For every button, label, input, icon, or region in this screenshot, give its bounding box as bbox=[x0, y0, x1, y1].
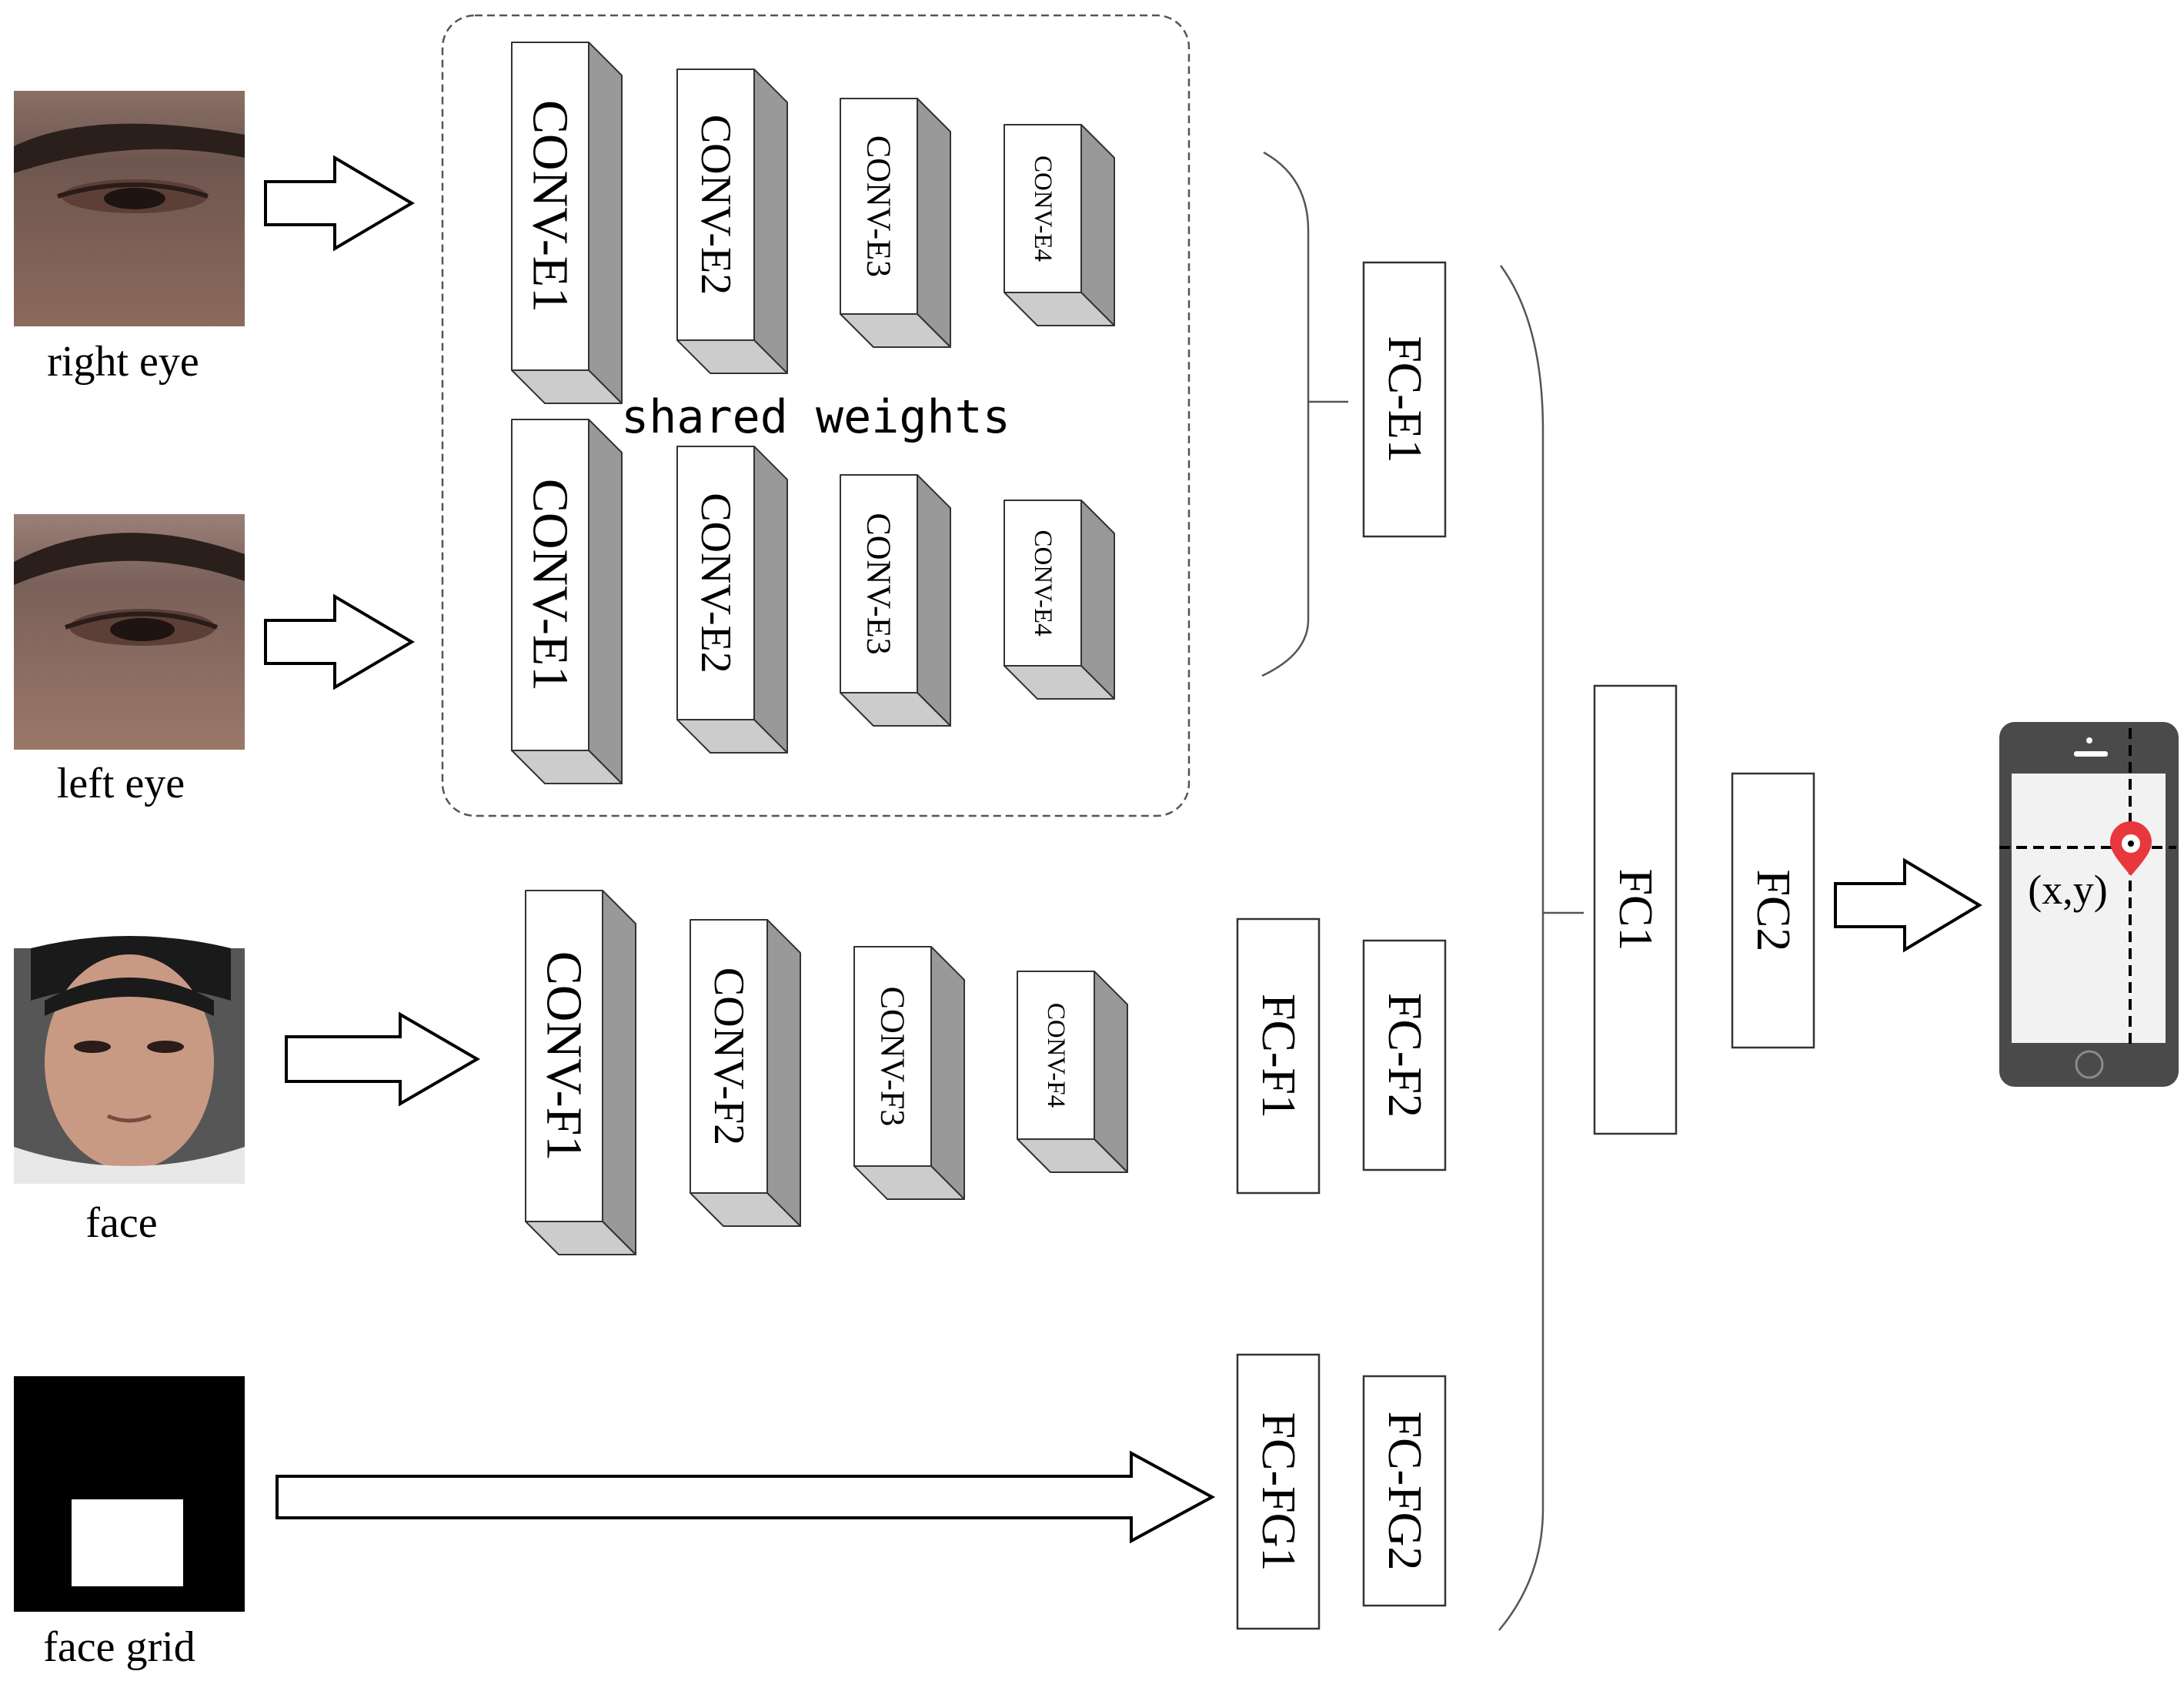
block-front-face bbox=[1017, 971, 1095, 1140]
block-side-face bbox=[602, 890, 636, 1255]
fc1-box bbox=[1593, 684, 1678, 1135]
fc-e1-label: FC-E1 bbox=[1378, 336, 1431, 463]
conv-f2-block-face: CONV-F2 bbox=[690, 919, 801, 1227]
shared-weights-label: shared weights bbox=[621, 390, 1010, 444]
conv-f4-label: CONV-F4 bbox=[1042, 1003, 1070, 1108]
block-side-face bbox=[917, 474, 951, 727]
output-arrow bbox=[1834, 857, 1982, 953]
eye-merge-bracket bbox=[1261, 151, 1310, 677]
conv-e1-label: CONV-E1 bbox=[523, 100, 579, 312]
block-side-face bbox=[588, 42, 623, 404]
block-front-face bbox=[676, 69, 755, 341]
block-front-face bbox=[840, 98, 918, 315]
conv-e2-block-bottom: CONV-E2 bbox=[676, 446, 788, 754]
conv-e1-label: CONV-E1 bbox=[523, 479, 579, 691]
conv-f1-label: CONV-F1 bbox=[536, 951, 593, 1161]
face-grid-arrow bbox=[276, 1450, 1216, 1544]
face-grid-label: face grid bbox=[43, 1623, 195, 1671]
block-side-face bbox=[753, 69, 788, 374]
block-front-face bbox=[853, 946, 932, 1167]
gaze-marker-icon bbox=[2110, 821, 2152, 876]
block-side-face bbox=[930, 946, 965, 1200]
block-side-face bbox=[588, 419, 623, 784]
block-side-face bbox=[917, 98, 951, 348]
block-side-face bbox=[1094, 971, 1128, 1173]
conv-e3-block-bottom: CONV-E3 bbox=[840, 474, 951, 727]
block-front-face bbox=[1004, 124, 1082, 293]
left-eye-image bbox=[14, 514, 245, 750]
phone-home-button bbox=[2075, 1050, 2104, 1079]
block-front-face bbox=[511, 42, 589, 371]
fc2-box bbox=[1731, 772, 1815, 1049]
right-eye-arrow bbox=[264, 155, 415, 252]
fc-f2-label: FC-F2 bbox=[1378, 993, 1431, 1118]
fc-f1-box bbox=[1236, 917, 1321, 1195]
conv-e3-label: CONV-E3 bbox=[860, 135, 898, 277]
fc-e1-box bbox=[1362, 261, 1447, 538]
main-merge-bracket bbox=[1498, 265, 1544, 1631]
left-eye-arrow bbox=[264, 593, 415, 690]
conv-e2-label: CONV-E2 bbox=[692, 115, 740, 295]
block-front-face bbox=[676, 446, 755, 720]
conv-f4-block-face: CONV-F4 bbox=[1017, 971, 1128, 1173]
conv-e4-label: CONV-E4 bbox=[1029, 530, 1057, 636]
conv-e2-label: CONV-E2 bbox=[692, 493, 740, 673]
face-grid-image bbox=[14, 1376, 245, 1612]
conv-f3-block-face: CONV-F3 bbox=[853, 946, 965, 1200]
conv-e3-label: CONV-E3 bbox=[860, 513, 898, 654]
right-eye-image bbox=[14, 91, 245, 326]
conv-e2-block-top: CONV-E2 bbox=[676, 69, 788, 374]
block-side-face bbox=[753, 446, 788, 754]
right-eye-label: right eye bbox=[47, 338, 199, 386]
face-arrow bbox=[285, 1011, 480, 1107]
fc-f2-box bbox=[1362, 939, 1447, 1171]
conv-f3-label: CONV-F3 bbox=[874, 987, 912, 1127]
fc-fg2-box bbox=[1362, 1375, 1447, 1607]
phone: (x,y) bbox=[1999, 722, 2179, 1087]
conv-e1-block-bottom: CONV-E1 bbox=[511, 419, 623, 784]
left-eye-label: left eye bbox=[57, 760, 185, 807]
output-coordinate-label: (x,y) bbox=[2028, 867, 2107, 913]
block-side-face bbox=[766, 919, 801, 1227]
conv-e4-label: CONV-E4 bbox=[1029, 155, 1057, 262]
block-front-face bbox=[511, 419, 589, 751]
shared-weights-box bbox=[441, 14, 1191, 817]
fc1-label: FC1 bbox=[1609, 869, 1661, 951]
block-front-face bbox=[840, 474, 918, 693]
block-side-face bbox=[1080, 124, 1115, 326]
fc-fg1-label: FC-FG1 bbox=[1252, 1412, 1304, 1572]
block-front-face bbox=[525, 890, 603, 1222]
face-image bbox=[14, 936, 245, 1184]
fc-f1-label: FC-F1 bbox=[1252, 994, 1304, 1118]
conv-e4-block-top: CONV-E4 bbox=[1004, 124, 1115, 326]
fc-fg2-label: FC-FG2 bbox=[1378, 1412, 1431, 1571]
conv-f2-label: CONV-F2 bbox=[705, 967, 753, 1145]
fc-fg1-box bbox=[1236, 1353, 1321, 1630]
conv-e4-block-bottom: CONV-E4 bbox=[1004, 500, 1115, 700]
phone-camera-dot bbox=[2086, 737, 2092, 744]
fc2-label: FC2 bbox=[1747, 870, 1799, 952]
block-front-face bbox=[690, 919, 768, 1194]
face-label: face bbox=[85, 1199, 157, 1247]
conv-f1-block-face: CONV-F1 bbox=[525, 890, 636, 1255]
conv-e1-block-top: CONV-E1 bbox=[511, 42, 623, 404]
phone-speaker bbox=[2074, 751, 2108, 757]
conv-e3-block-top: CONV-E3 bbox=[840, 98, 951, 348]
block-side-face bbox=[1080, 500, 1115, 700]
block-front-face bbox=[1004, 500, 1082, 667]
